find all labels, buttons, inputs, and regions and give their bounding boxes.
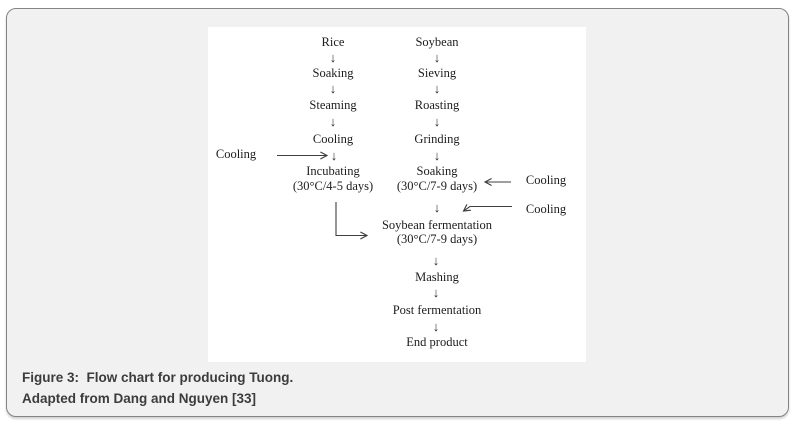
step-post-fermentation: Post fermentation: [392, 303, 482, 317]
step-soaking-soybean: Soaking: [416, 164, 458, 178]
down-arrow-icon: ↓: [433, 148, 441, 163]
step-soybean: Soybean: [415, 35, 459, 49]
down-arrow-icon: ↓: [432, 319, 440, 334]
step-incubating-detail: (30°C/4-5 days): [292, 179, 374, 193]
down-arrow-icon: ↓: [433, 50, 441, 65]
down-arrow-icon: ↓: [433, 114, 441, 129]
cooling-right-bottom-arrow: [462, 204, 512, 212]
down-arrow-icon: ↓: [432, 285, 440, 300]
incubating-to-fermentation-connector: [335, 202, 369, 240]
down-arrow-icon: ↓: [433, 200, 441, 215]
step-incubating: Incubating: [306, 164, 360, 178]
down-arrow-icon: ↓: [329, 81, 337, 96]
step-soaking-rice: Soaking: [312, 66, 354, 80]
down-arrow-icon: ↓: [330, 148, 338, 163]
step-roasting: Roasting: [414, 98, 460, 112]
down-arrow-icon: ↓: [432, 253, 440, 268]
step-sieving: Sieving: [417, 66, 457, 80]
cooling-right-bottom-label: Cooling: [525, 202, 567, 216]
down-arrow-icon: ↓: [329, 114, 337, 129]
cooling-left-label: Cooling: [215, 147, 257, 161]
figure-caption-source: Adapted from Dang and Nguyen [33]: [22, 391, 257, 406]
step-soybean-fermentation: Soybean fermentation: [381, 218, 493, 232]
step-steaming: Steaming: [309, 98, 357, 112]
flowchart-canvas: [208, 27, 586, 362]
step-rice: Rice: [321, 35, 345, 49]
step-soybean-fermentation-detail: (30°C/7-9 days): [396, 232, 478, 246]
step-end-product: End product: [406, 335, 468, 349]
step-soaking-soybean-detail: (30°C/7-9 days): [396, 179, 478, 193]
step-cooling-rice: Cooling: [312, 132, 354, 146]
figure-caption-title: Figure 3: Flow chart for producing Tuong…: [22, 370, 294, 385]
step-grinding: Grinding: [414, 132, 460, 146]
step-mashing: Mashing: [415, 270, 459, 284]
down-arrow-icon: ↓: [329, 50, 337, 65]
down-arrow-icon: ↓: [433, 81, 441, 96]
cooling-right-top-label: Cooling: [525, 173, 567, 187]
